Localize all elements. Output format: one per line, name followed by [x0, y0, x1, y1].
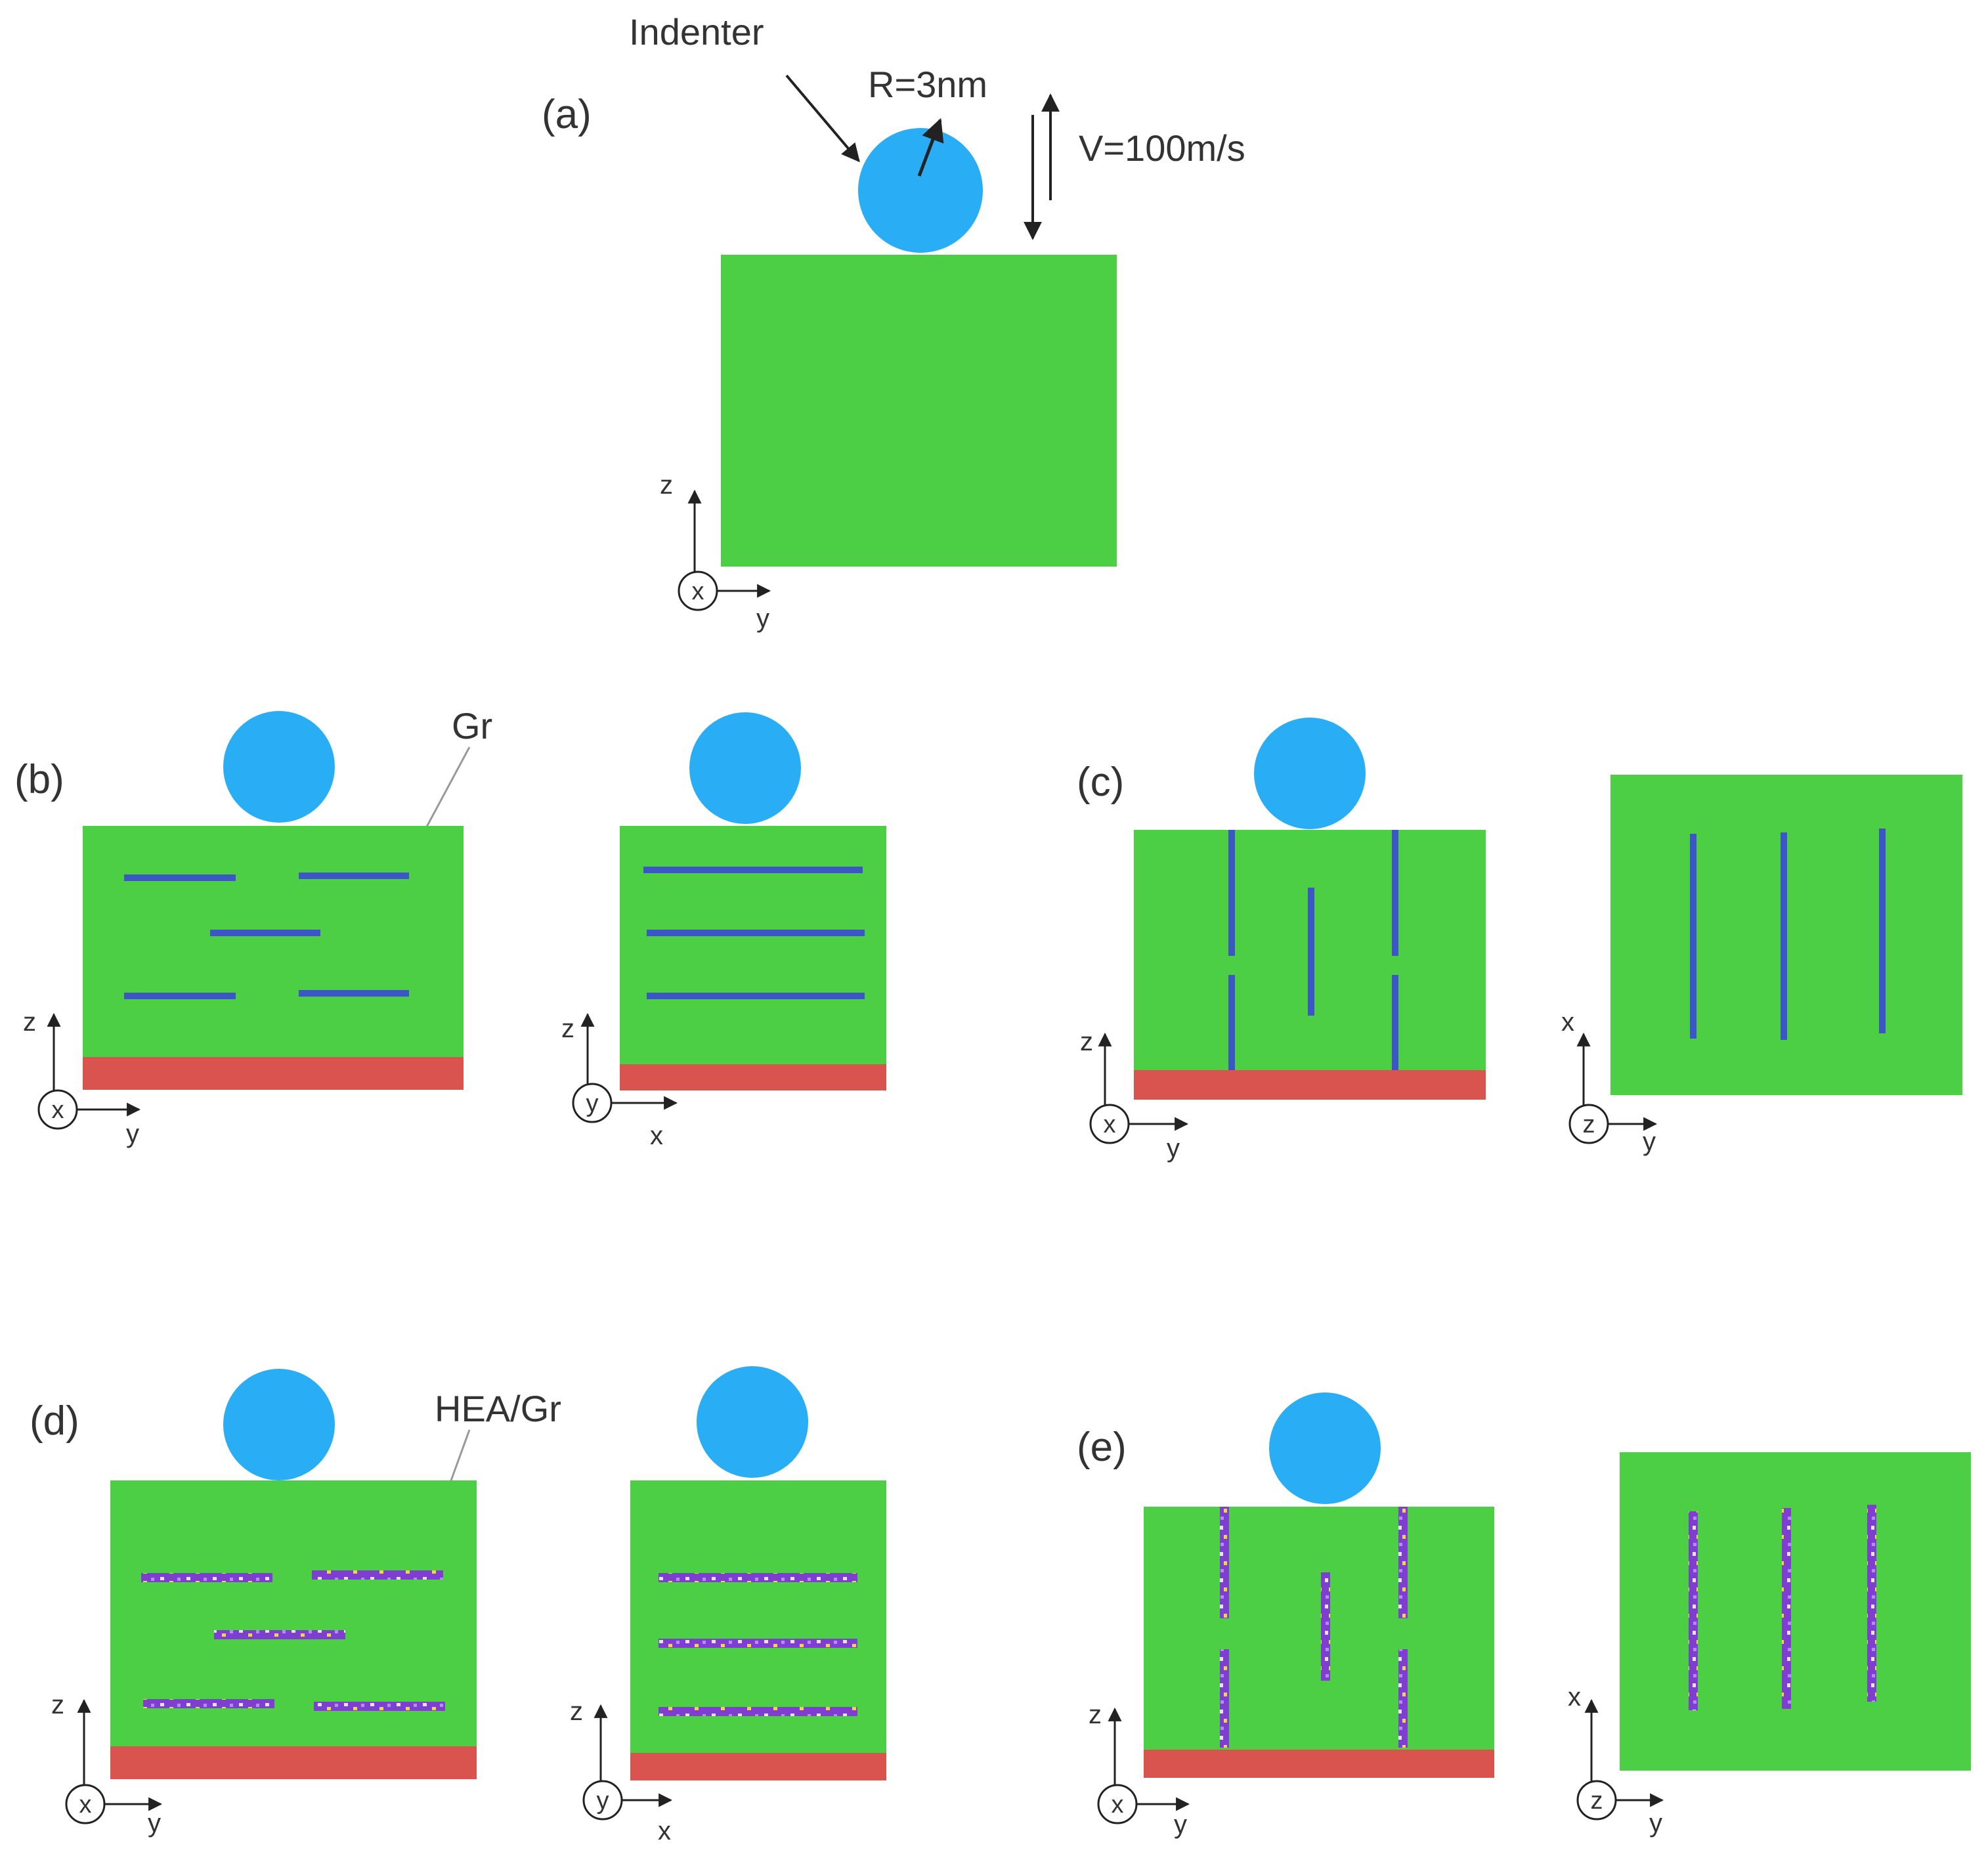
- matrix-block-a: [721, 255, 1117, 567]
- hea-coated-graphene-e2: [1689, 1505, 1876, 1710]
- panel-c: (c) x z y z: [1077, 718, 1962, 1163]
- panel-e: (e) x z y z: [1077, 1392, 1971, 1839]
- axis-c1-up: z: [1080, 1027, 1093, 1056]
- axis-triad-a: x z y: [660, 471, 771, 633]
- hea-coated-graphene-d2: [659, 1573, 857, 1716]
- axis-d2-circle: y: [597, 1787, 609, 1815]
- hea-gr-label: HEA/Gr: [435, 1388, 561, 1429]
- axis-d2-right: x: [658, 1817, 671, 1845]
- substrate-e1: [1144, 1750, 1494, 1778]
- axis-a-right: y: [756, 604, 769, 633]
- axis-triad-e2: z x y: [1568, 1683, 1664, 1838]
- axis-triad-d1: x z y: [51, 1691, 163, 1838]
- matrix-block-b2: [620, 826, 886, 1064]
- axis-e2-right: y: [1649, 1809, 1662, 1838]
- indenter-sphere-a: [858, 128, 983, 253]
- axis-triad-e1: x z y: [1089, 1700, 1190, 1839]
- axis-e1-circle: x: [1112, 1791, 1124, 1819]
- substrate-d1: [110, 1746, 477, 1779]
- axis-triad-b2: y z x: [561, 1012, 678, 1150]
- axis-e1-right: y: [1174, 1810, 1187, 1839]
- graphene-sheets-b2: [643, 867, 865, 999]
- axis-triad-c1: x z y: [1080, 1027, 1189, 1163]
- axis-triad-c2: z x y: [1561, 1008, 1658, 1156]
- axis-d1-right: y: [148, 1809, 161, 1838]
- axis-b1-up: z: [23, 1008, 36, 1037]
- indenter-sphere-d1: [223, 1369, 335, 1480]
- graphene-sheets-c2: [1690, 829, 1886, 1040]
- axis-c1-right: y: [1167, 1134, 1180, 1163]
- indenter-sphere-d2: [697, 1366, 808, 1478]
- axis-triad-b1: x z y: [23, 1008, 141, 1148]
- substrate-b1: [83, 1057, 464, 1090]
- substrate-c1: [1134, 1070, 1486, 1100]
- panel-a: (a) Indenter R=3nm V=100m/s x z y: [542, 11, 1245, 633]
- indenter-sphere-e1: [1269, 1392, 1381, 1504]
- axis-c1-circle: x: [1104, 1111, 1116, 1138]
- indenter-sphere-b2: [689, 712, 801, 824]
- indenter-pointer-arrow: [785, 74, 860, 163]
- indenter-sphere-b1: [223, 711, 335, 823]
- indenter-sphere-c1: [1254, 718, 1366, 829]
- axis-a-circle: x: [692, 578, 704, 605]
- graphene-sheets-c1: [1228, 830, 1398, 1070]
- hea-coated-graphene-d1: [141, 1570, 445, 1711]
- axis-e2-up: x: [1568, 1683, 1581, 1712]
- radius-arrow: [917, 118, 944, 177]
- velocity-label: V=100m/s: [1079, 127, 1245, 169]
- gr-label: Gr: [452, 705, 492, 746]
- hea-coated-graphene-e1: [1220, 1507, 1408, 1748]
- indenter-label: Indenter: [629, 11, 764, 53]
- axis-c2-up: x: [1561, 1008, 1574, 1037]
- axis-triad-d2: y z x: [570, 1697, 673, 1845]
- substrate-d2: [630, 1753, 886, 1780]
- axis-d1-up: z: [51, 1691, 64, 1719]
- axis-b1-circle: x: [52, 1096, 64, 1124]
- panel-label-b: (b): [14, 757, 64, 802]
- panel-label-c: (c): [1077, 760, 1124, 805]
- panel-label-a: (a): [542, 92, 592, 137]
- matrix-block-e1: [1144, 1507, 1494, 1750]
- panel-d: (d) HEA/Gr x z y: [30, 1366, 886, 1845]
- axis-b2-right: x: [650, 1121, 663, 1150]
- panel-b: (b) Gr x z y: [14, 705, 886, 1150]
- panel-label-d: (d): [30, 1398, 79, 1444]
- axis-d1-circle: x: [79, 1791, 92, 1819]
- axis-b1-right: y: [126, 1119, 139, 1148]
- substrate-b2: [620, 1064, 886, 1090]
- panel-label-e: (e): [1077, 1425, 1127, 1470]
- axis-d2-up: z: [570, 1697, 583, 1726]
- graphene-sheets-b1: [124, 873, 409, 999]
- axis-c2-right: y: [1643, 1127, 1656, 1156]
- axis-b2-up: z: [561, 1014, 574, 1043]
- axis-c2-circle: z: [1583, 1111, 1595, 1138]
- axis-a-up: z: [660, 471, 673, 500]
- radius-label: R=3nm: [868, 64, 987, 105]
- matrix-block-b1: [83, 826, 464, 1057]
- axis-b2-circle: y: [586, 1090, 599, 1117]
- axis-e1-up: z: [1089, 1700, 1102, 1729]
- matrix-block-e2: [1620, 1452, 1971, 1771]
- axis-e2-circle: z: [1591, 1787, 1603, 1815]
